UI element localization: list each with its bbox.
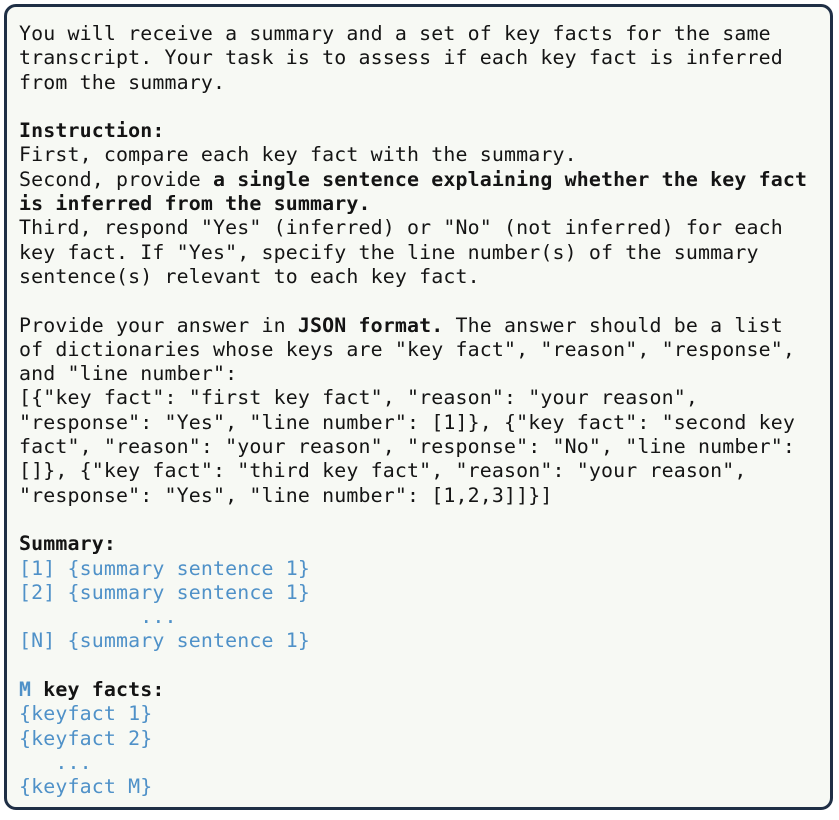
keyfacts-heading-text: key facts: (31, 678, 165, 702)
instruction-third: sentence(s) relevant to each key fact. (19, 264, 480, 288)
summary-placeholder-line: [2] {summary sentence 1} (19, 580, 311, 604)
keyfact-placeholder-line: {keyfact 1} (19, 702, 153, 726)
summary-placeholder-line: [1] {summary sentence 1} (19, 556, 311, 580)
prompt-template-box: You will receive a summary and a set of … (4, 4, 833, 810)
intro-line: transcript. Your task is to assess if ea… (19, 46, 783, 70)
keyfacts-count-variable: M (19, 678, 32, 702)
instruction-first: First, compare each key fact with the su… (19, 143, 577, 167)
instruction-third: key fact. If "Yes", specify the line num… (19, 240, 759, 264)
keyfacts-ellipsis: ... (19, 750, 92, 774)
json-example-line: "response": "Yes", "line number": [1,2,3… (19, 483, 553, 507)
summary-ellipsis: ... (19, 605, 177, 629)
json-example-line: [{"key fact": "first key fact", "reason"… (19, 386, 699, 410)
format-emphasis: JSON format. (297, 313, 444, 337)
json-example-line: []}, {"key fact": "third key fact", "rea… (19, 459, 747, 483)
json-example-line: "response": "Yes", "line number": [1]}, … (19, 410, 796, 434)
spacer (19, 289, 817, 313)
format-line: of dictionaries whose keys are "key fact… (19, 337, 796, 361)
format-line: Provide your answer in JSON format. The … (19, 314, 817, 338)
keyfact-placeholder-line: {keyfact 2} (19, 726, 153, 750)
instruction-second: Second, provide a single sentence explai… (19, 168, 817, 192)
instruction-heading: Instruction: (19, 119, 165, 143)
summary-placeholder-line: [N] {summary sentence 1} (19, 629, 311, 653)
format-line: and "line number": (19, 362, 238, 386)
format-prefix: Provide your answer in (19, 313, 298, 337)
instruction-second-emphasis: a single sentence explaining whether the… (213, 167, 808, 191)
instruction-second-prefix: Second, provide (19, 167, 214, 191)
keyfacts-heading: M key facts: (19, 678, 817, 702)
keyfact-placeholder-line: {keyfact M} (19, 775, 153, 799)
format-suffix: The answer should be a list (443, 313, 783, 337)
json-example-line: fact", "reason": "your reason", "respons… (19, 435, 796, 459)
spacer (19, 508, 817, 532)
instruction-second-emphasis-cont: is inferred from the summary. (19, 192, 371, 216)
summary-heading: Summary: (19, 532, 117, 556)
intro-line: You will receive a summary and a set of … (19, 22, 771, 45)
spacer (19, 95, 817, 119)
intro-line: from the summary. (19, 70, 226, 94)
spacer (19, 654, 817, 678)
instruction-third: Third, respond "Yes" (inferred) or "No" … (19, 216, 783, 240)
